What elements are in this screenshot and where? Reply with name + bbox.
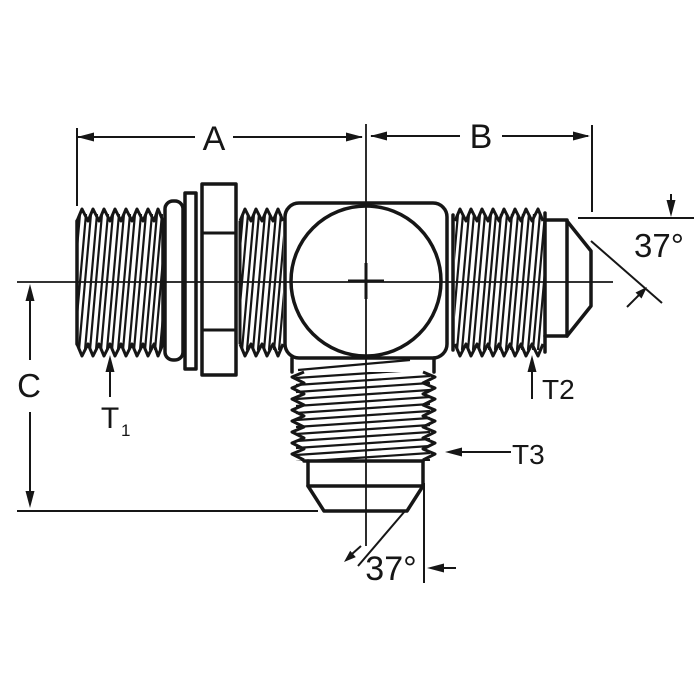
right-thread-hatching: [455, 213, 545, 351]
locknut-facet-lines: [202, 231, 236, 332]
dim-a-arrow-right: [346, 132, 363, 142]
dim-c-arrow-top: [25, 284, 35, 301]
branch-nose-cylinder: [306, 459, 425, 488]
body-square: [283, 201, 449, 360]
left-port-threads: [75, 207, 165, 358]
center-crosshair: [348, 263, 384, 299]
body-bore-circle: [289, 204, 443, 358]
angle-callout-right: 37°: [578, 194, 694, 308]
tee-body-block: [283, 201, 449, 360]
dim-b-label: B: [470, 118, 493, 156]
angle-bottom-arrowhead: [344, 550, 356, 562]
dimension-a: A: [76, 120, 363, 206]
branch-thread-runout: [297, 358, 411, 372]
left-thread-top-crests: [75, 207, 165, 223]
right-port: [451, 207, 593, 358]
thread-label-t2: T2: [527, 355, 575, 405]
branch-thread-right-crests: [421, 370, 437, 462]
dim-c-arrow-bottom: [25, 491, 35, 508]
angle-right-leader: [590, 240, 663, 304]
left-thread-hatching: [77, 213, 163, 351]
left-thread-bottom-crests: [75, 342, 165, 358]
dimension-b: B: [370, 118, 593, 212]
dim-c-label: C: [17, 367, 41, 404]
right-nose-cylinder: [543, 218, 569, 338]
t2-label: T2: [542, 374, 575, 405]
angle-bottom-leader: [357, 510, 406, 567]
inner-thread-top-crests: [238, 207, 285, 223]
centerlines: [17, 124, 613, 546]
locknut: [200, 182, 238, 377]
dimension-c: C: [17, 284, 318, 512]
branch-flare-nose: [306, 484, 425, 513]
inner-thread-hatching: [240, 213, 283, 351]
right-flare-nose: [565, 219, 593, 338]
dim-a-label: A: [203, 120, 226, 158]
t1-label: T: [101, 402, 119, 435]
flare-height-arrow: [666, 200, 676, 217]
right-thread-bottom-crests: [453, 342, 545, 358]
dim-a-arrow-left: [77, 132, 94, 142]
backup-plate: [183, 191, 198, 371]
inner-thread-bottom-crests: [238, 342, 285, 358]
thread-label-t3: T3: [445, 439, 545, 470]
angle-right-arrowhead: [635, 287, 647, 299]
branch-thread-hatching: [295, 372, 431, 461]
inner-thread-section: [238, 207, 285, 358]
right-thread-top-crests: [453, 207, 545, 223]
dim-b-arrow-right: [573, 131, 590, 141]
t1-label-subscript: 1: [121, 421, 130, 440]
sealing-washer: [163, 199, 185, 362]
angle-right-label: 37°: [634, 227, 684, 264]
t1-arrowhead: [105, 355, 115, 372]
t2-arrowhead: [527, 355, 537, 372]
angle-bottom-label: 37°: [365, 550, 416, 588]
dim-b-arrow-left: [370, 131, 387, 141]
branch-arrow-left: [427, 563, 444, 573]
angle-right-arrow-tail: [626, 294, 640, 308]
bulkhead-locknut-assembly: [163, 182, 238, 377]
angle-bottom-arrow-tail: [351, 545, 362, 555]
t3-label: T3: [512, 439, 545, 470]
thread-label-t1: T 1: [101, 355, 130, 440]
branch-thread-left-crests: [290, 370, 306, 462]
angle-callout-bottom: 37°: [344, 483, 456, 588]
t3-arrowhead: [445, 447, 462, 457]
bottom-branch: [290, 356, 437, 513]
branch-shoulder: [290, 356, 436, 374]
